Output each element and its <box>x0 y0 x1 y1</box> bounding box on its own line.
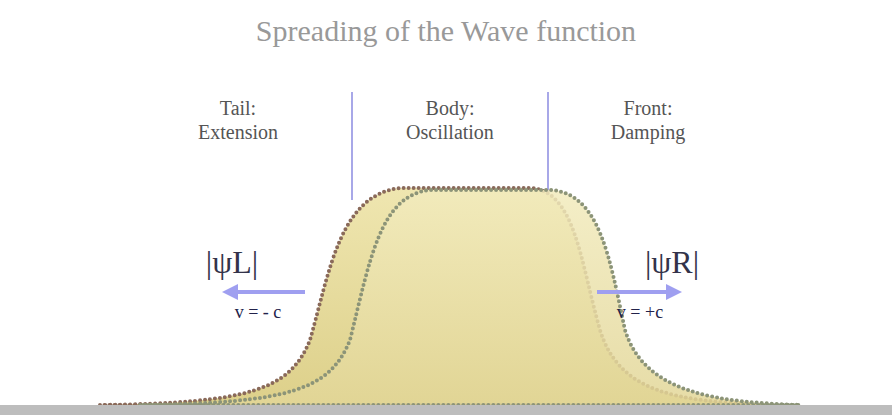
divider-line <box>547 92 549 200</box>
amplitude-label: |ψL| <box>206 244 258 281</box>
wave-packet-shifted <box>140 190 800 405</box>
velocity-arrow <box>597 290 674 294</box>
velocity-arrow <box>230 290 305 294</box>
floor-bar <box>0 405 892 415</box>
region-label: Tail: Extension <box>186 96 290 144</box>
divider-line <box>351 92 353 200</box>
velocity-label: v = +c <box>617 302 663 323</box>
velocity-label: v = - c <box>235 302 282 323</box>
diagram-title: Spreading of the Wave function <box>0 14 892 48</box>
region-label: Body: Oscillation <box>391 96 509 144</box>
region-label: Front: Damping <box>596 96 700 144</box>
amplitude-label: |ψR| <box>645 244 699 281</box>
